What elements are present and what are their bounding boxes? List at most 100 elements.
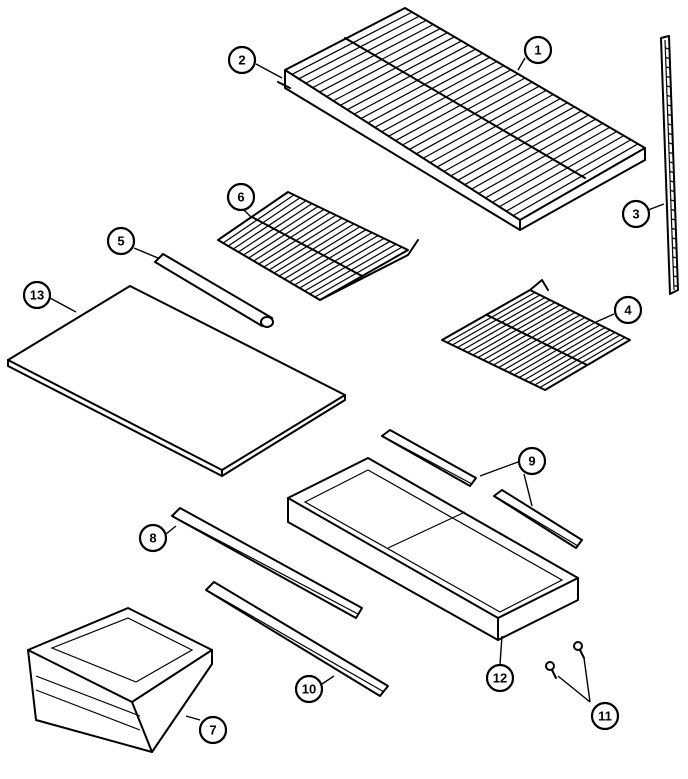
callout-5-label: 5 <box>117 234 124 249</box>
wire-slat <box>374 61 498 128</box>
wire-slat <box>505 139 632 212</box>
rail-notch <box>671 218 676 221</box>
wire-slat <box>309 243 397 295</box>
rail-notch <box>670 189 675 193</box>
callout-4: 4 <box>613 295 643 325</box>
rail-notch <box>669 161 674 164</box>
rail-notch <box>669 170 674 174</box>
screws <box>545 641 585 679</box>
wire-slat <box>326 32 448 98</box>
wire-slat <box>471 118 596 190</box>
callout-6-label: 6 <box>237 190 244 205</box>
large-wire-shelf <box>277 7 646 231</box>
wire-slat <box>464 114 589 186</box>
wire-slat <box>232 200 307 250</box>
wire-slat <box>319 28 441 93</box>
wire-slat <box>312 23 434 89</box>
wire-slat <box>278 226 361 277</box>
rail-notch <box>671 227 676 231</box>
callout-1-label: 1 <box>534 43 541 58</box>
rail-notch <box>673 265 678 269</box>
rail-notch <box>673 284 678 288</box>
callout-7: 7 <box>198 715 228 745</box>
shelf-roller <box>154 253 274 328</box>
callout-9-label: 9 <box>528 454 535 469</box>
wire-slat <box>492 131 618 203</box>
wire-slat <box>273 223 355 274</box>
wire-slat <box>253 211 331 262</box>
wire-slat <box>429 93 554 164</box>
rail-notch <box>667 123 673 126</box>
leader-lines <box>49 57 665 721</box>
callout-13: 13 <box>22 280 52 310</box>
rail-notch <box>670 199 675 202</box>
callout-8: 8 <box>138 523 168 553</box>
callout-3-label: 3 <box>632 207 639 222</box>
callout-1: 1 <box>523 35 553 65</box>
callout-7-label: 7 <box>209 723 216 738</box>
rail-notch <box>672 246 677 250</box>
rail-notch <box>665 56 670 60</box>
callout-9: 9 <box>517 446 547 476</box>
crisper-slide-rail <box>171 507 363 619</box>
callout-6: 6 <box>226 182 256 212</box>
wire-slat <box>360 52 483 120</box>
wire-slat <box>238 203 313 253</box>
crisper-drawer <box>27 607 213 753</box>
rail-notch <box>668 151 674 155</box>
callout-5: 5 <box>106 226 136 256</box>
wire-slat <box>340 40 462 106</box>
cover-trim-strips <box>381 429 583 549</box>
small-wire-shelf-upper <box>217 191 419 301</box>
wire-slat <box>243 205 319 256</box>
wire-slat <box>416 85 540 155</box>
wire-slat <box>227 197 301 247</box>
callout-2-label: 2 <box>238 53 245 68</box>
callout-12-label: 12 <box>493 671 507 686</box>
rail-notch <box>668 142 673 145</box>
rail-notch <box>672 256 677 259</box>
glass-shelf-panel <box>7 285 346 477</box>
small-wire-shelf-lower <box>441 279 631 391</box>
crisper-cover-frame <box>287 457 579 641</box>
wire-slat <box>346 44 469 111</box>
wire-slat <box>314 246 403 298</box>
wire-slat <box>291 11 413 75</box>
shelf-support-rail <box>660 35 679 295</box>
wire-slat <box>402 77 526 146</box>
wire-slat <box>294 234 379 286</box>
wire-slat <box>478 122 603 195</box>
callout-8-label: 8 <box>149 531 156 546</box>
rail-notch <box>670 208 676 212</box>
wire-slat <box>304 240 391 292</box>
rail-notch <box>666 85 671 88</box>
wire-slat <box>333 36 455 102</box>
callout-11-label: 11 <box>598 709 612 724</box>
crisper-channel <box>205 581 389 697</box>
callout-2: 2 <box>227 45 257 75</box>
wire-slat <box>395 73 519 142</box>
callout-3: 3 <box>621 199 651 229</box>
wire-slat <box>443 102 568 172</box>
rail-notch <box>665 47 670 50</box>
wire-slat <box>457 110 582 181</box>
rail-notch <box>667 113 672 117</box>
wire-slat <box>367 56 490 124</box>
rail-notch <box>665 66 671 69</box>
wire-slat <box>436 98 561 168</box>
wire-slat <box>498 135 625 208</box>
callout-13-label: 13 <box>30 288 44 303</box>
wire-slat <box>258 214 337 265</box>
rail-notch <box>668 132 673 136</box>
wire-slat <box>409 81 533 150</box>
wire-slat <box>268 220 349 271</box>
callout-12: 12 <box>485 663 515 693</box>
wire-slat <box>289 232 373 283</box>
wire-slat <box>248 208 325 259</box>
wire-slat <box>299 237 385 289</box>
wire-slat <box>512 143 639 217</box>
wire-slat <box>298 15 420 80</box>
wire-slat <box>450 106 575 177</box>
rail-notch <box>669 180 675 183</box>
wire-slat <box>283 229 367 280</box>
